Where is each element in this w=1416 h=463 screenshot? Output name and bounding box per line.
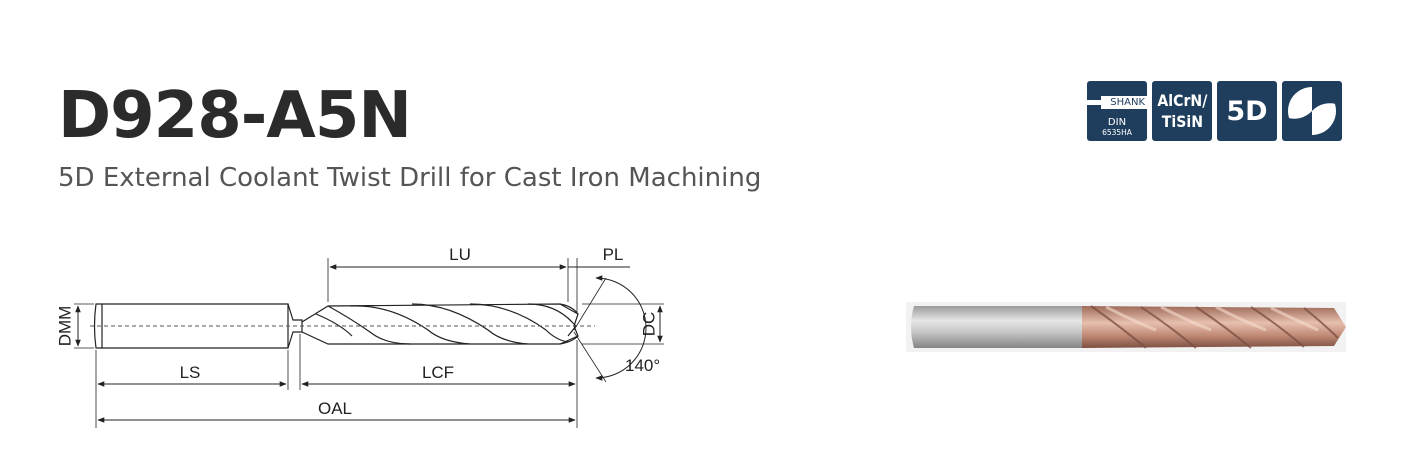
coating-line2: TiSiN [1161,112,1203,131]
feature-badges: SHANK DIN 6535HA AlCrN/ TiSiN 5D [1087,81,1342,141]
product-code: D928-A5N [58,79,412,153]
shank-standard-line2: 6535HA [1102,128,1132,137]
product-description: 5D External Coolant Twist Drill for Cast… [58,163,762,193]
length-ratio-badge: 5D [1217,81,1277,141]
two-flute-cross-section-icon [1282,81,1342,141]
dim-pl-label: PL [603,245,624,264]
shank-standard-line1: DIN [1107,117,1127,128]
dim-oal-label: OAL [318,399,352,418]
point-angle-label: 140° [625,356,660,375]
shank-standard-badge: SHANK DIN 6535HA [1087,81,1147,141]
drill-product-photo [906,302,1346,352]
dim-lu-label: LU [449,245,471,264]
coating-line1: AlCrN/ [1157,91,1207,110]
drill-technical-drawing: LU PL 140° DC DMM LS LCF OAL [55,245,664,428]
dim-dmm-label: DMM [55,306,74,347]
dim-dc-label: DC [639,312,658,337]
shank-label: SHANK [1101,96,1147,109]
dim-ls-label: LS [180,363,201,382]
dim-lcf-label: LCF [422,363,454,382]
coating-badge: AlCrN/ TiSiN [1152,81,1212,141]
shank-pin-shape [1087,100,1101,105]
